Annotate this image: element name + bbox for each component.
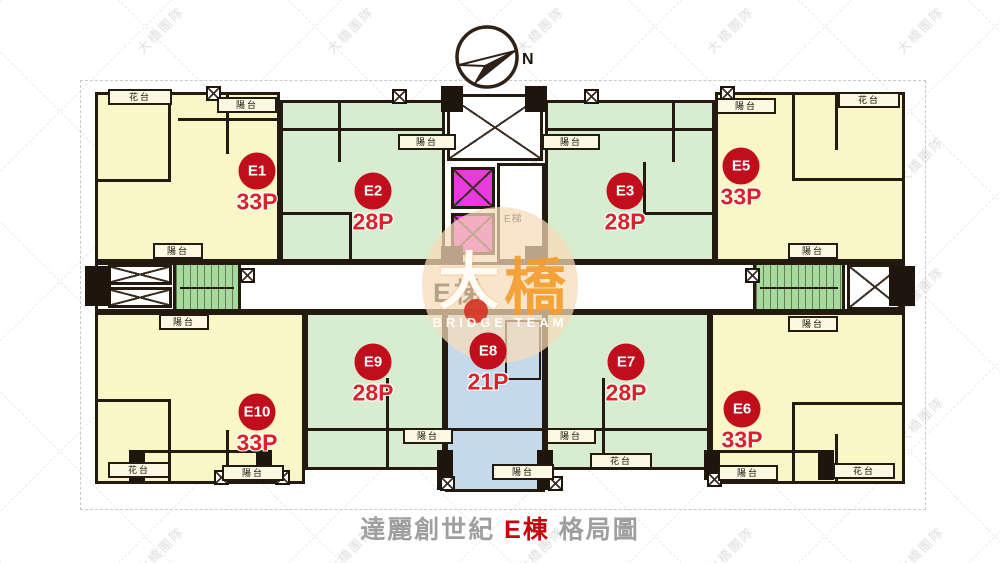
x-marker-10 bbox=[240, 268, 255, 283]
partition-wall-22 bbox=[226, 430, 229, 484]
annotation-balcony-9: 陽台 bbox=[788, 243, 838, 259]
partition-wall-6 bbox=[282, 128, 443, 131]
annotation-balcony-10: 陽台 bbox=[788, 316, 838, 332]
title-prefix: 達麗創世紀 bbox=[360, 516, 505, 544]
partition-wall-11 bbox=[645, 212, 715, 215]
x-marker-1 bbox=[206, 86, 221, 101]
unit-area-e9 bbox=[305, 312, 445, 470]
annotation-balcony-13: 陽台 bbox=[403, 428, 453, 444]
stairwell-left bbox=[173, 262, 241, 312]
title-building: E棟 bbox=[504, 516, 550, 544]
partition-wall-25 bbox=[307, 428, 443, 431]
unit-badge-e5: E5 bbox=[722, 147, 760, 185]
partition-wall-17 bbox=[835, 434, 838, 484]
column-4 bbox=[525, 86, 547, 112]
annotation-balcony-17: 陽台 bbox=[718, 465, 778, 481]
unit-badge-e8: E8 bbox=[469, 332, 507, 370]
annotation-balcony-5: 陽台 bbox=[716, 98, 776, 114]
partition-wall-3 bbox=[226, 92, 229, 154]
partition-wall-24 bbox=[386, 378, 389, 470]
partition-wall-20 bbox=[168, 402, 171, 484]
partition-wall-4 bbox=[178, 118, 280, 121]
partition-wall-5 bbox=[338, 100, 341, 162]
x-marker-3 bbox=[584, 89, 599, 104]
partition-wall-16 bbox=[792, 404, 795, 484]
light-well-left-2 bbox=[108, 287, 172, 308]
partition-wall-19 bbox=[713, 450, 825, 453]
unit-size-e9: 28P bbox=[352, 379, 394, 406]
x-marker-2 bbox=[392, 89, 407, 104]
column-1 bbox=[85, 266, 111, 306]
annotation-planter-1: 花台 bbox=[108, 89, 172, 105]
unit-size-e2: 28P bbox=[352, 208, 394, 235]
partition-wall-27 bbox=[547, 428, 708, 431]
partition-wall-1 bbox=[168, 92, 171, 182]
annotation-balcony-3: 陽台 bbox=[398, 134, 456, 150]
unit-size-e5: 33P bbox=[720, 183, 762, 210]
x-marker-11 bbox=[745, 268, 760, 283]
annotation-balcony-8: 陽台 bbox=[159, 314, 209, 330]
partition-wall-2 bbox=[95, 179, 171, 182]
annotation-balcony-4: 陽台 bbox=[542, 134, 600, 150]
x-marker-7 bbox=[440, 476, 455, 491]
column-12 bbox=[818, 450, 834, 480]
compass-north-label: N bbox=[522, 51, 534, 68]
partition-wall-18 bbox=[792, 402, 905, 405]
annotation-planter-18: 花台 bbox=[833, 463, 895, 479]
column-2 bbox=[889, 266, 915, 306]
annotation-planter-6: 花台 bbox=[838, 92, 900, 108]
unit-badge-e10: E10 bbox=[238, 393, 276, 431]
unit-size-e3: 28P bbox=[604, 208, 646, 235]
annotation-planter-16: 花台 bbox=[590, 453, 652, 469]
partition-wall-23 bbox=[143, 450, 259, 453]
unit-badge-e3: E3 bbox=[606, 172, 644, 210]
partition-wall-9 bbox=[672, 100, 675, 162]
partition-wall-10 bbox=[547, 128, 713, 131]
partition-wall-14 bbox=[835, 92, 838, 150]
compass-arrow-lower bbox=[474, 50, 516, 84]
page-title: 達麗創世紀 E棟 格局圖 bbox=[0, 510, 1000, 546]
north-compass: N bbox=[455, 25, 534, 89]
partition-wall-12 bbox=[643, 162, 646, 215]
partition-wall-28 bbox=[447, 428, 543, 431]
unit-size-e10: 33P bbox=[236, 429, 278, 456]
x-marker-8 bbox=[548, 476, 563, 491]
annotation-balcony-2: 陽台 bbox=[217, 97, 277, 113]
annotation-balcony-15: 陽台 bbox=[546, 428, 596, 444]
partition-wall-15 bbox=[792, 178, 905, 181]
unit-badge-e1: E1 bbox=[238, 152, 276, 190]
partition-wall-7 bbox=[282, 212, 352, 215]
partition-wall-13 bbox=[792, 92, 795, 180]
partition-wall-26 bbox=[602, 378, 605, 470]
unit-badge-e2: E2 bbox=[354, 172, 392, 210]
unit-size-e1: 33P bbox=[236, 188, 278, 215]
unit-badge-e6: E6 bbox=[723, 390, 761, 428]
annotation-balcony-7: 陽台 bbox=[153, 243, 203, 259]
partition-wall-21 bbox=[95, 399, 171, 402]
unit-badge-e9: E9 bbox=[354, 343, 392, 381]
unit-size-e8: 21P bbox=[467, 368, 509, 395]
partition-wall-8 bbox=[349, 212, 352, 262]
stairwell-right bbox=[753, 262, 845, 312]
unit-size-e7: 28P bbox=[605, 379, 647, 406]
title-suffix: 格局圖 bbox=[549, 516, 640, 544]
unit-badge-e7: E7 bbox=[607, 343, 645, 381]
annotation-planter-11: 花台 bbox=[108, 462, 170, 478]
column-3 bbox=[441, 86, 463, 112]
annotation-balcony-12: 陽台 bbox=[222, 465, 284, 481]
unit-size-e6: 33P bbox=[721, 426, 763, 453]
annotation-balcony-14: 陽台 bbox=[492, 464, 554, 480]
light-well-left-1 bbox=[108, 264, 172, 285]
